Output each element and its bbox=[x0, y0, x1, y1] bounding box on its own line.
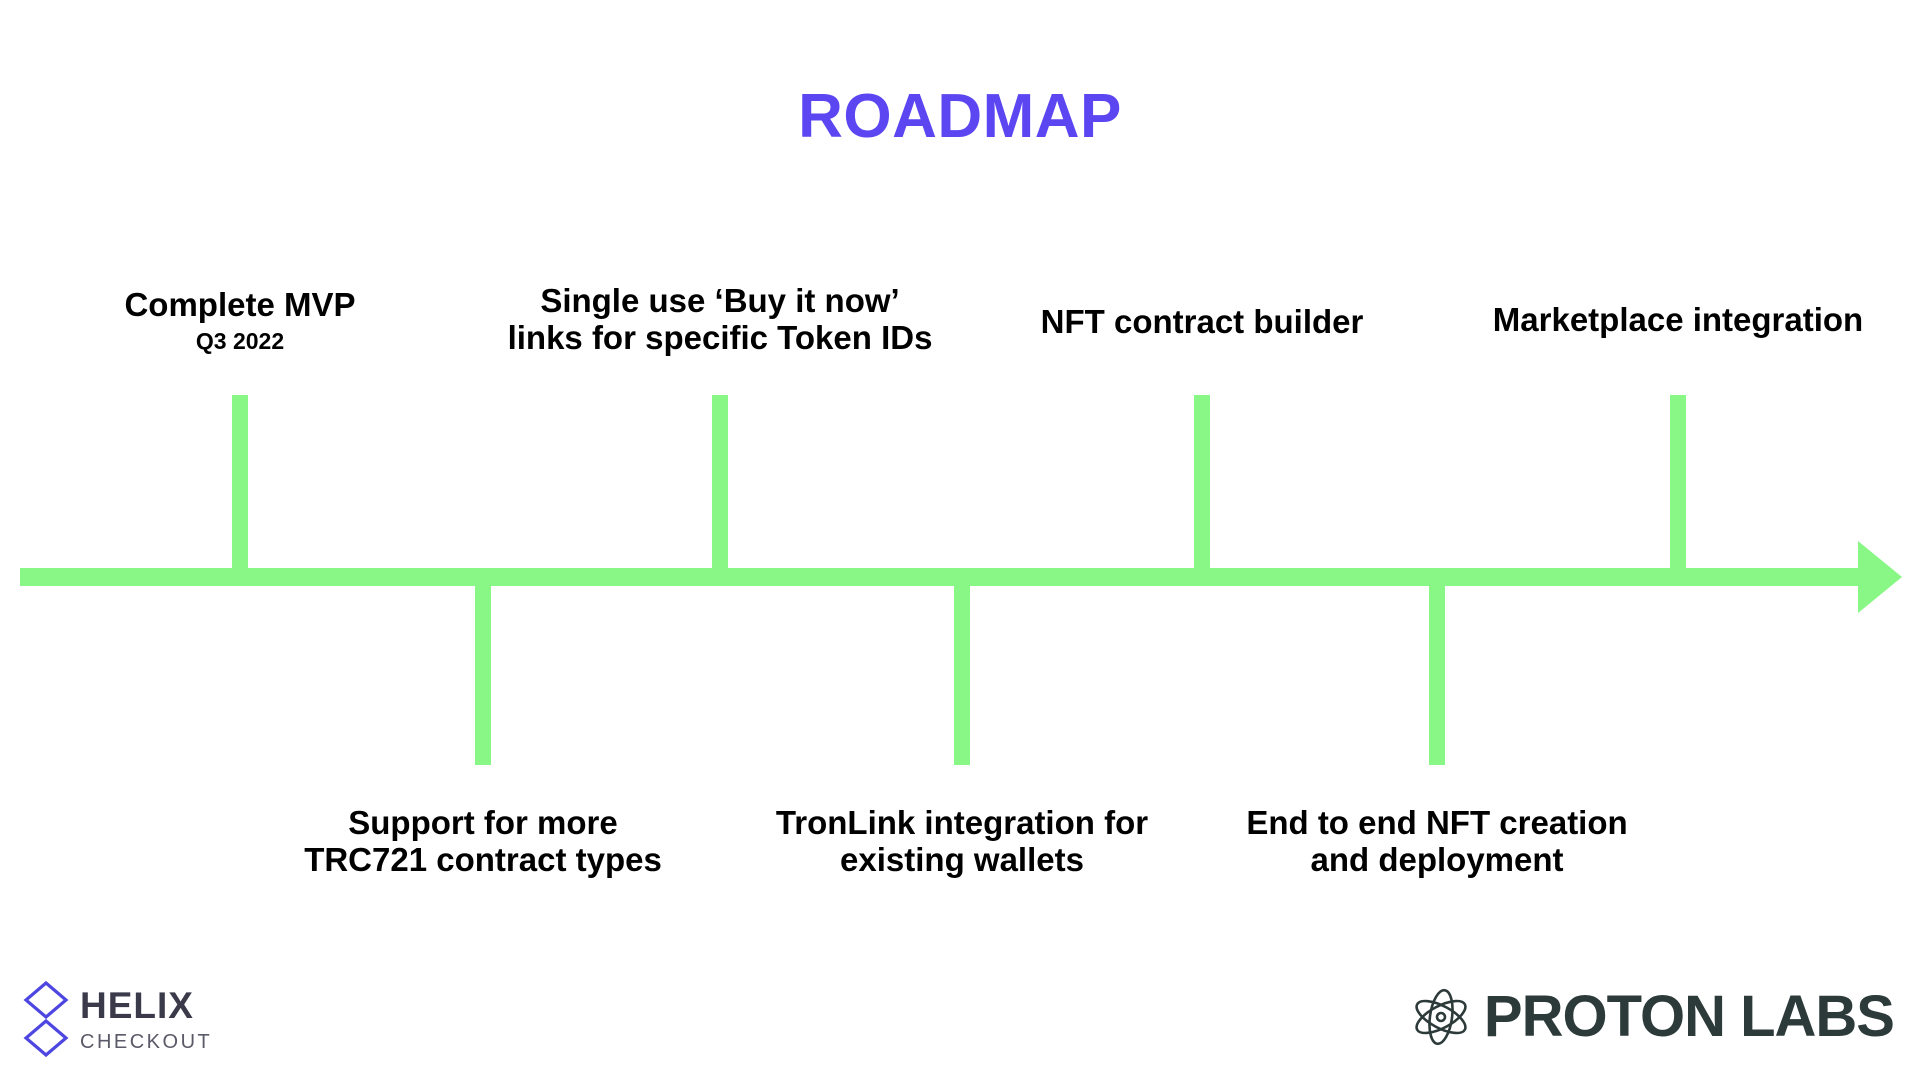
milestone-4-label: TronLink integration for existing wallet… bbox=[775, 804, 1149, 878]
timeline-tick-7 bbox=[1670, 395, 1686, 570]
timeline-tick-5 bbox=[1194, 395, 1210, 570]
milestone-1-label: Complete MVP bbox=[124, 286, 356, 323]
timeline-tick-4 bbox=[954, 583, 970, 765]
timeline-tick-1 bbox=[232, 395, 248, 570]
helix-wordmark: HELIX CHECKOUT bbox=[80, 987, 212, 1052]
milestone-3: Single use ‘Buy it now’ links for specif… bbox=[440, 282, 1000, 357]
timeline-tick-3 bbox=[712, 395, 728, 570]
milestone-5-label: NFT contract builder bbox=[1040, 303, 1364, 340]
milestone-4: TronLink integration for existing wallet… bbox=[702, 804, 1222, 879]
helix-name: HELIX bbox=[80, 984, 194, 1026]
proton-labs-logo: PROTON LABS bbox=[1410, 984, 1895, 1049]
milestone-2-label: Support for more TRC721 contract types bbox=[304, 804, 662, 878]
milestone-1: Complete MVP Q3 2022 bbox=[40, 286, 440, 356]
helix-diamonds-icon bbox=[22, 980, 70, 1058]
proton-labs-wordmark: PROTON LABS bbox=[1483, 984, 1895, 1049]
milestone-7-label: Marketplace integration bbox=[1492, 301, 1864, 338]
milestone-3-label: Single use ‘Buy it now’ links for specif… bbox=[507, 282, 933, 356]
milestone-6: End to end NFT creation and deployment bbox=[1177, 804, 1697, 879]
helix-checkout-logo: HELIX CHECKOUT bbox=[22, 980, 212, 1058]
timeline-tick-2 bbox=[475, 583, 491, 765]
helix-tagline: CHECKOUT bbox=[80, 1030, 213, 1053]
atom-icon bbox=[1410, 988, 1472, 1046]
milestone-5: NFT contract builder bbox=[952, 303, 1452, 341]
milestone-1-sublabel: Q3 2022 bbox=[195, 327, 285, 354]
milestone-6-label: End to end NFT creation and deployment bbox=[1246, 804, 1628, 878]
milestone-7: Marketplace integration bbox=[1408, 301, 1920, 339]
timeline-arrow-icon bbox=[1858, 541, 1902, 613]
page-title: ROADMAP bbox=[798, 82, 1122, 151]
timeline-tick-6 bbox=[1429, 583, 1445, 765]
milestone-2: Support for more TRC721 contract types bbox=[203, 804, 763, 879]
timeline-axis-bar bbox=[20, 568, 1862, 586]
